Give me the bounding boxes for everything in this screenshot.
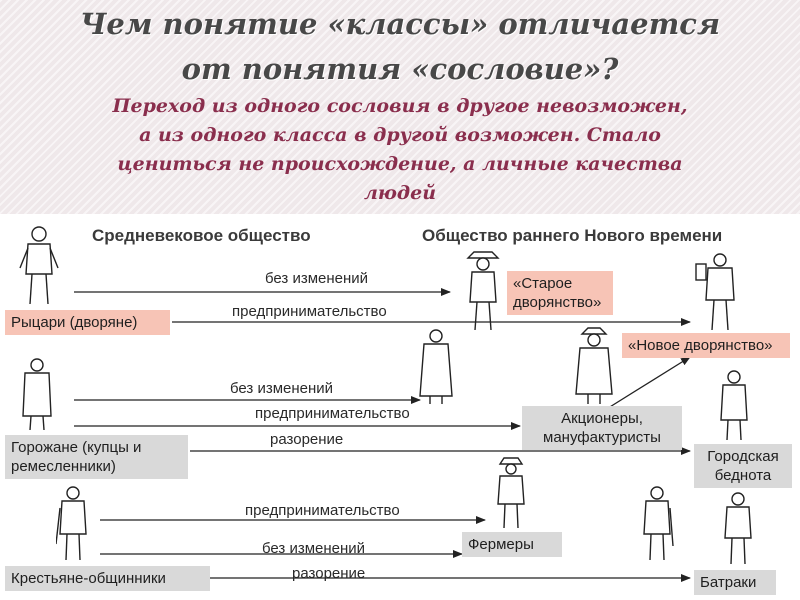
class-old-nobility-box: «Старое дворянство» — [507, 271, 613, 315]
class-new-nobility-box: «Новое дворянство» — [622, 333, 790, 358]
estate-knights-label: Рыцари (дворяне) — [11, 314, 138, 331]
title-line-1: Чем понятие «классы» отличается — [79, 7, 721, 41]
knight-figure — [19, 226, 59, 305]
subtitle-line-1: Переход из одного сословия в другое нево… — [112, 95, 688, 117]
class-laborers-label: Батраки — [700, 574, 757, 591]
burgher-figure — [419, 329, 453, 404]
label-towns-ruin: разорение — [270, 431, 344, 448]
pauper-figure — [720, 370, 748, 441]
estate-townsfolk-box: Горожане (купцы и ремесленники) — [5, 435, 188, 479]
page-subtitle: Переход из одного сословия в другое нево… — [16, 92, 784, 208]
class-old-nobility-line-2: дворянство» — [513, 294, 602, 311]
class-laborers-box: Батраки — [694, 570, 776, 595]
label-peasants-ruin: разорение — [292, 565, 366, 582]
estate-peasants-box: Крестьяне-общинники — [5, 566, 210, 591]
class-urban-poor-line-1: Городская — [707, 448, 779, 465]
noble-figure — [466, 251, 500, 331]
peasant-mid-figure — [643, 486, 674, 561]
label-towns-enterprise: предпринимательство — [255, 405, 410, 422]
estate-knights-box: Рыцари (дворяне) — [5, 310, 170, 335]
class-farmers-box: Фермеры — [462, 532, 562, 557]
arrow-shareholders-new-nobility — [604, 356, 691, 411]
estate-townsfolk-line-2: ремесленники) — [11, 458, 116, 475]
header-band — [0, 0, 800, 214]
class-new-nobility-label: «Новое дворянство» — [628, 337, 773, 354]
title-line-2: от понятия «сословие»? — [181, 52, 619, 86]
column-heading-medieval: Средневековое общество — [92, 226, 311, 245]
label-knights-unchanged: без изменений — [265, 270, 369, 287]
label-towns-unchanged: без изменений — [230, 380, 334, 397]
flow-arrows — [74, 288, 691, 582]
estate-peasants-label: Крестьяне-общинники — [11, 570, 166, 587]
column-heading-early-modern: Общество раннего Нового времени — [422, 226, 723, 245]
subtitle-line-2: а из одного класса в другой возможен. Ст… — [139, 124, 661, 146]
estate-townsfolk-line-1: Горожане (купцы и — [11, 439, 142, 456]
label-peasants-enterprise: предпринимательство — [245, 502, 400, 519]
merchant-figure — [575, 327, 613, 404]
class-shareholders-line-1: Акционеры, — [561, 410, 643, 427]
new-noble-figure — [695, 253, 735, 331]
class-urban-poor-line-2: беднота — [714, 467, 772, 484]
peasant-figure — [56, 486, 87, 561]
class-farmers-label: Фермеры — [468, 536, 534, 553]
subtitle-line-4: людей — [363, 182, 437, 204]
label-peasants-unchanged: без изменений — [262, 540, 366, 557]
class-shareholders-box: Акционеры, мануфактуристы — [522, 406, 682, 450]
class-shareholders-line-2: мануфактуристы — [543, 429, 661, 446]
laborer-figure — [724, 492, 752, 565]
townsman-figure — [22, 358, 52, 431]
class-urban-poor-box: Городская беднота — [694, 444, 792, 488]
page-title: Чем понятие «классы» отличается от понят… — [20, 2, 780, 92]
label-knights-enterprise: предпринимательство — [232, 303, 387, 320]
farmer-figure — [497, 457, 525, 529]
subtitle-line-3: цениться не происхождение, а личные каче… — [117, 153, 683, 175]
class-old-nobility-line-1: «Старое — [513, 275, 573, 292]
